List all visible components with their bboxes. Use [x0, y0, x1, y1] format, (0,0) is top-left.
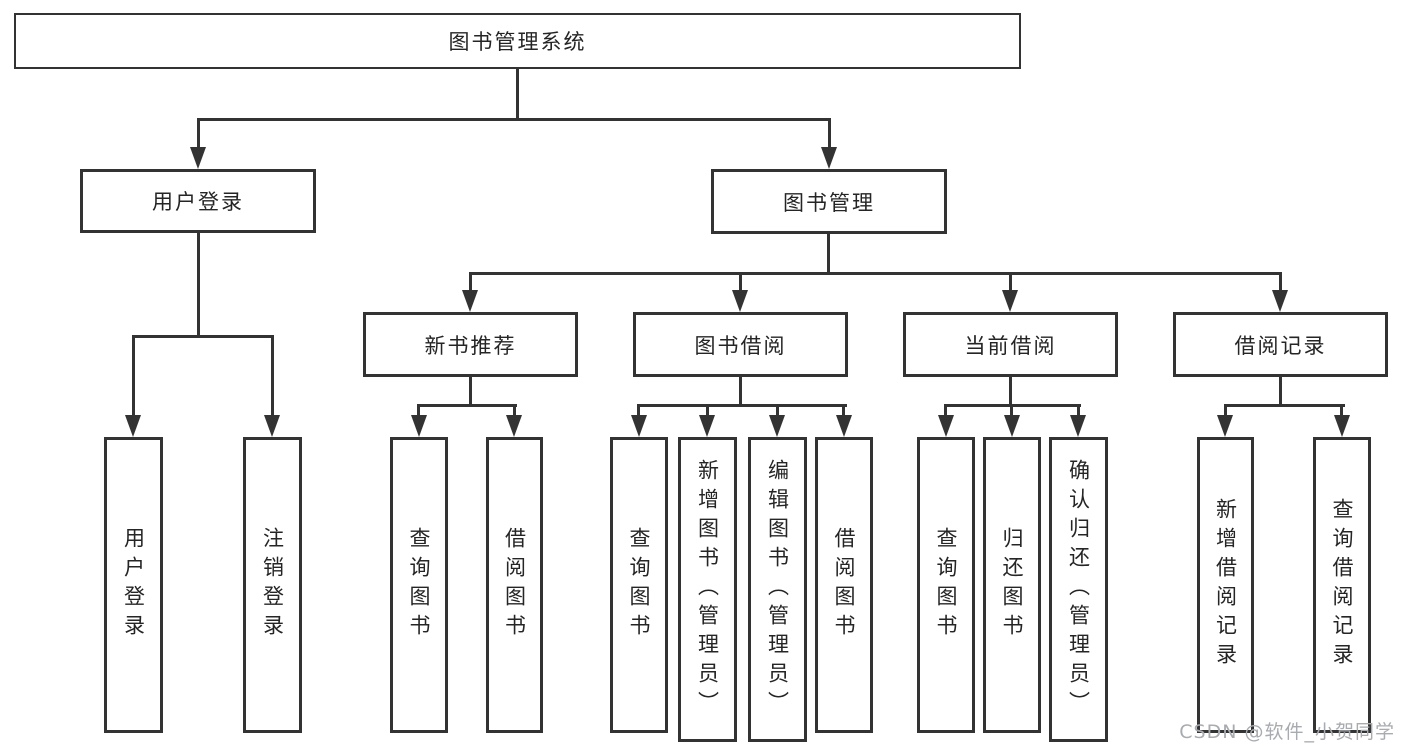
leaf-user-login: 用户登录 [104, 437, 163, 733]
arrow-down-icon [699, 415, 715, 437]
connector-drop-leaf-user-login [132, 335, 135, 417]
arrow-down-icon [1272, 290, 1288, 312]
connector-drop-bb-edit [776, 404, 779, 417]
node-library-management-system: 图书管理系统 [14, 13, 1021, 69]
connector-book-borrow-drop [739, 377, 742, 407]
connector-drop-leaf-logout [271, 335, 274, 417]
arrow-down-icon [506, 415, 522, 437]
leaf-bb-query-books: 查询图书 [610, 437, 668, 733]
connector-drop-br-query [1340, 404, 1343, 417]
arrow-down-icon [190, 147, 206, 169]
leaf-br-add-record: 新增借阅记录 [1197, 437, 1254, 733]
leaf-cb-query-books: 查询图书 [917, 437, 975, 733]
connector-new-book-rec-rail [417, 404, 517, 407]
connector-level3-rail [469, 272, 1282, 275]
leaf-nbr-query-books: 查询图书 [390, 437, 448, 733]
arrow-down-icon [125, 415, 141, 437]
connector-drop-book-management [828, 121, 831, 149]
node-user-login: 用户登录 [80, 169, 316, 233]
csdn-watermark: CSDN @软件_小贺同学 [1179, 721, 1395, 743]
node-book-borrowing: 图书借阅 [633, 312, 848, 377]
connector-borrow-records-rail [1224, 404, 1345, 407]
connector-drop-bb-add [706, 404, 709, 417]
node-new-book-recommendation: 新书推荐 [363, 312, 578, 377]
connector-drop-cb-query [944, 404, 947, 417]
node-book-management: 图书管理 [711, 169, 947, 234]
connector-drop-borrow-records [1279, 272, 1282, 292]
node-borrowing-records: 借阅记录 [1173, 312, 1388, 377]
leaf-cb-return-books: 归还图书 [983, 437, 1041, 733]
connector-drop-cb-confirm [1077, 404, 1080, 417]
arrow-down-icon [1217, 415, 1233, 437]
leaf-br-query-record: 查询借阅记录 [1313, 437, 1371, 733]
connector-book-borrow-rail [637, 404, 847, 407]
leaf-nbr-borrow-books: 借阅图书 [486, 437, 543, 733]
connector-current-borrow-drop [1009, 377, 1012, 407]
arrow-down-icon [938, 415, 954, 437]
connector-user-login-drop [197, 233, 200, 335]
arrow-down-icon [631, 415, 647, 437]
connector-drop-book-borrow [739, 272, 742, 292]
connector-level1-rail [197, 118, 831, 121]
leaf-bb-edit-books-admin: 编辑图书（管理员） [748, 437, 807, 742]
connector-drop-cb-return [1010, 404, 1013, 417]
connector-borrow-records-drop [1279, 377, 1282, 407]
connector-drop-current-borrow [1009, 272, 1012, 292]
arrow-down-icon [1004, 415, 1020, 437]
leaf-bb-borrow-books: 借阅图书 [815, 437, 873, 733]
arrow-down-icon [1334, 415, 1350, 437]
arrow-down-icon [732, 290, 748, 312]
leaf-bb-add-books-admin: 新增图书（管理员） [678, 437, 737, 742]
connector-book-management-drop [827, 234, 830, 275]
connector-drop-br-add [1224, 404, 1227, 417]
connector-drop-bb-query [637, 404, 640, 417]
connector-drop-nbr-query [417, 404, 420, 417]
leaf-cb-confirm-return-admin: 确认归还（管理员） [1049, 437, 1108, 742]
connector-root-drop [516, 69, 519, 121]
arrow-down-icon [264, 415, 280, 437]
leaf-logout: 注销登录 [243, 437, 302, 733]
arrow-down-icon [462, 290, 478, 312]
arrow-down-icon [821, 147, 837, 169]
connector-drop-user-login [197, 121, 200, 149]
connector-drop-new-book-rec [469, 272, 472, 292]
arrow-down-icon [769, 415, 785, 437]
node-current-borrowing: 当前借阅 [903, 312, 1118, 377]
arrow-down-icon [1070, 415, 1086, 437]
connector-new-book-rec-drop [469, 377, 472, 407]
connector-user-login-rail [132, 335, 274, 338]
arrow-down-icon [836, 415, 852, 437]
connector-drop-nbr-borrow [513, 404, 516, 417]
connector-drop-bb-borrow [842, 404, 845, 417]
arrow-down-icon [1002, 290, 1018, 312]
arrow-down-icon [411, 415, 427, 437]
